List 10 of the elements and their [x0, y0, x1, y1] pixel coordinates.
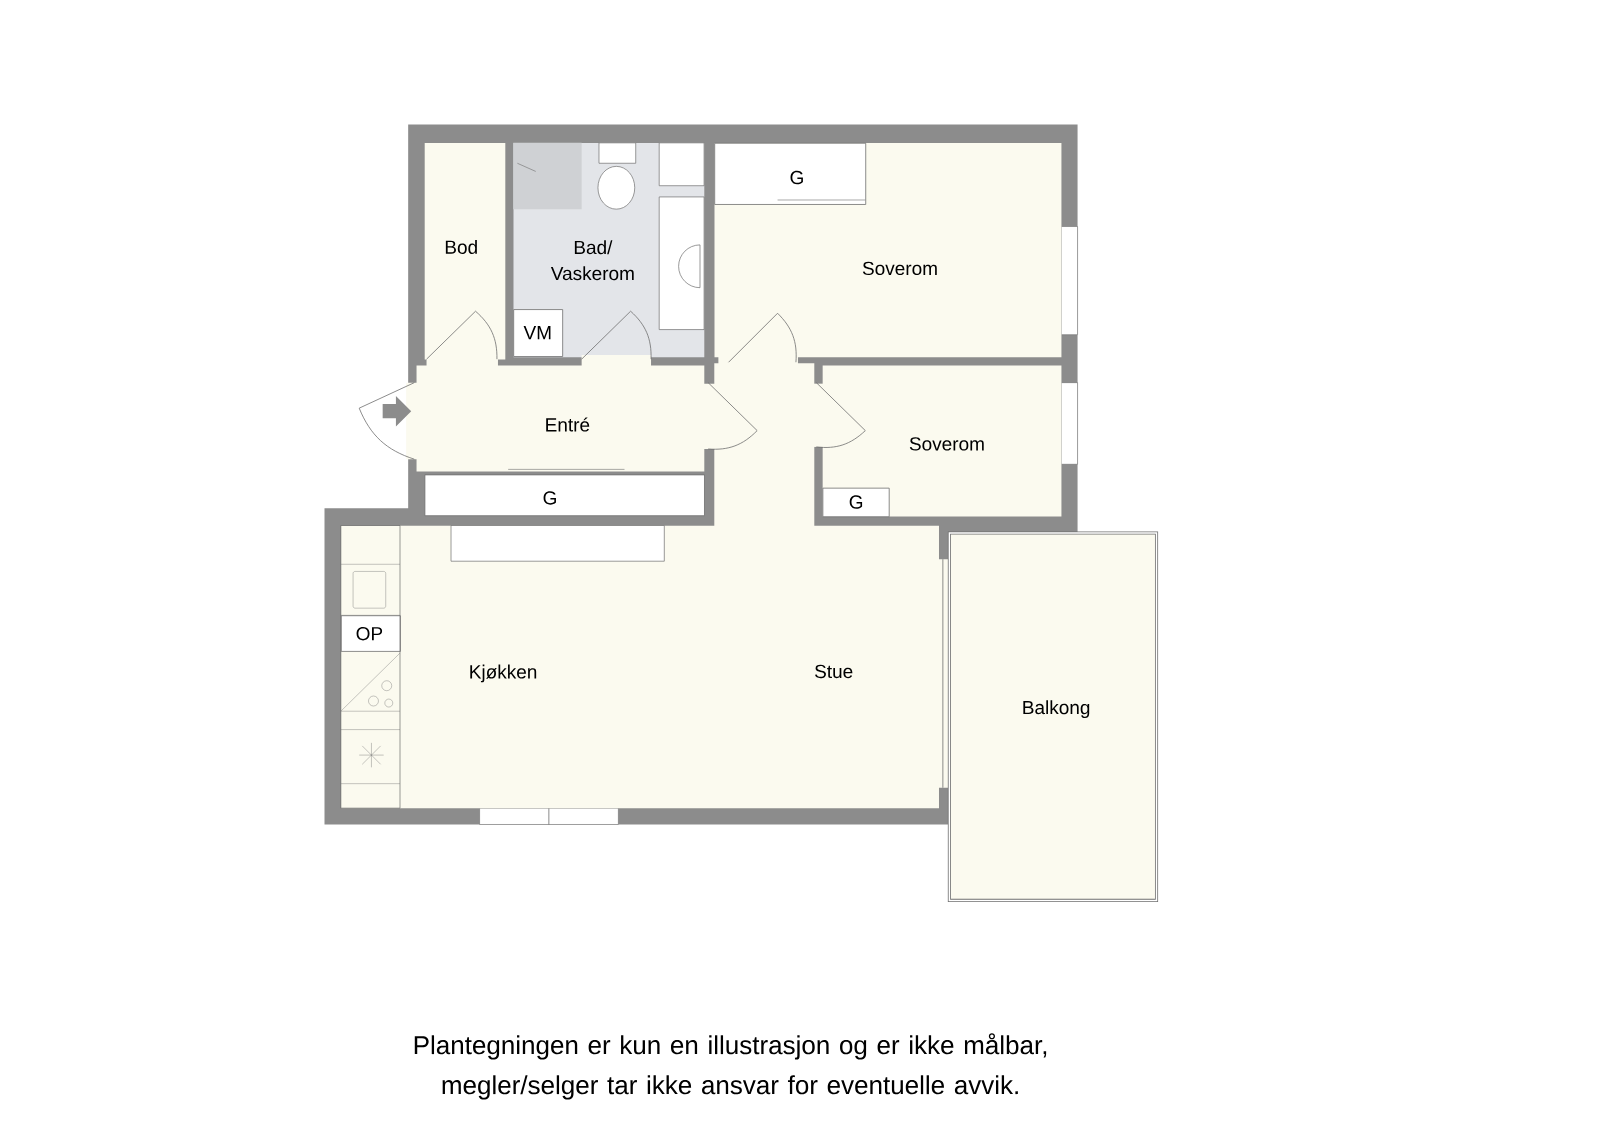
node-label: Entré: [546, 417, 590, 432]
cabinet-box: G: [822, 487, 890, 518]
cabinet-box: G: [714, 142, 867, 205]
room: Entré: [406, 365, 705, 472]
cabinet-box: G: [424, 474, 705, 517]
cabinet-box: OP: [340, 615, 401, 652]
node-label: Bod: [445, 239, 477, 254]
disclaimer-caption: Plantegningen er kun en illustrasjon og er ikke målbar, megler/selger tar ikke ansvar for eventuelle avvik.: [414, 1033, 1047, 1100]
cabinet-box: VM: [513, 309, 564, 357]
room: Bod: [424, 143, 506, 368]
